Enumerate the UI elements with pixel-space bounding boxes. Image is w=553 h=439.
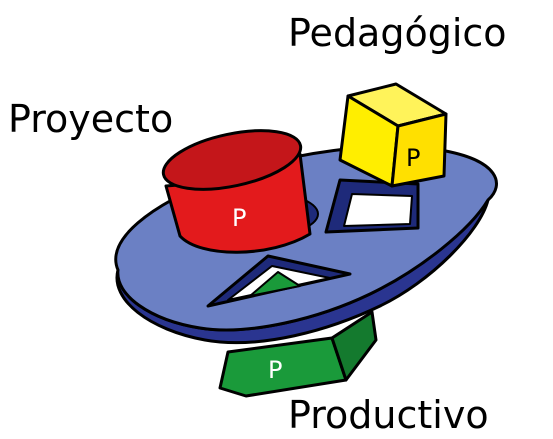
prism-front-face (218, 336, 348, 398)
disc-square-hole (324, 178, 420, 234)
yellow-cube: P (338, 82, 448, 188)
cube-letter: P (406, 144, 420, 172)
label-proyecto: Proyecto (8, 97, 174, 141)
cylinder-top (161, 129, 303, 191)
prism-letter: P (268, 356, 282, 384)
cylinder-letter: P (232, 204, 246, 232)
prism-side-face (330, 310, 378, 382)
disc-triangle-hole (206, 254, 352, 308)
label-productivo: Productivo (288, 393, 489, 437)
label-pedagogico: Pedagógico (288, 11, 507, 55)
green-prism: P (218, 310, 378, 398)
cube-right-face (390, 112, 448, 188)
red-cylinder: P (161, 129, 312, 254)
